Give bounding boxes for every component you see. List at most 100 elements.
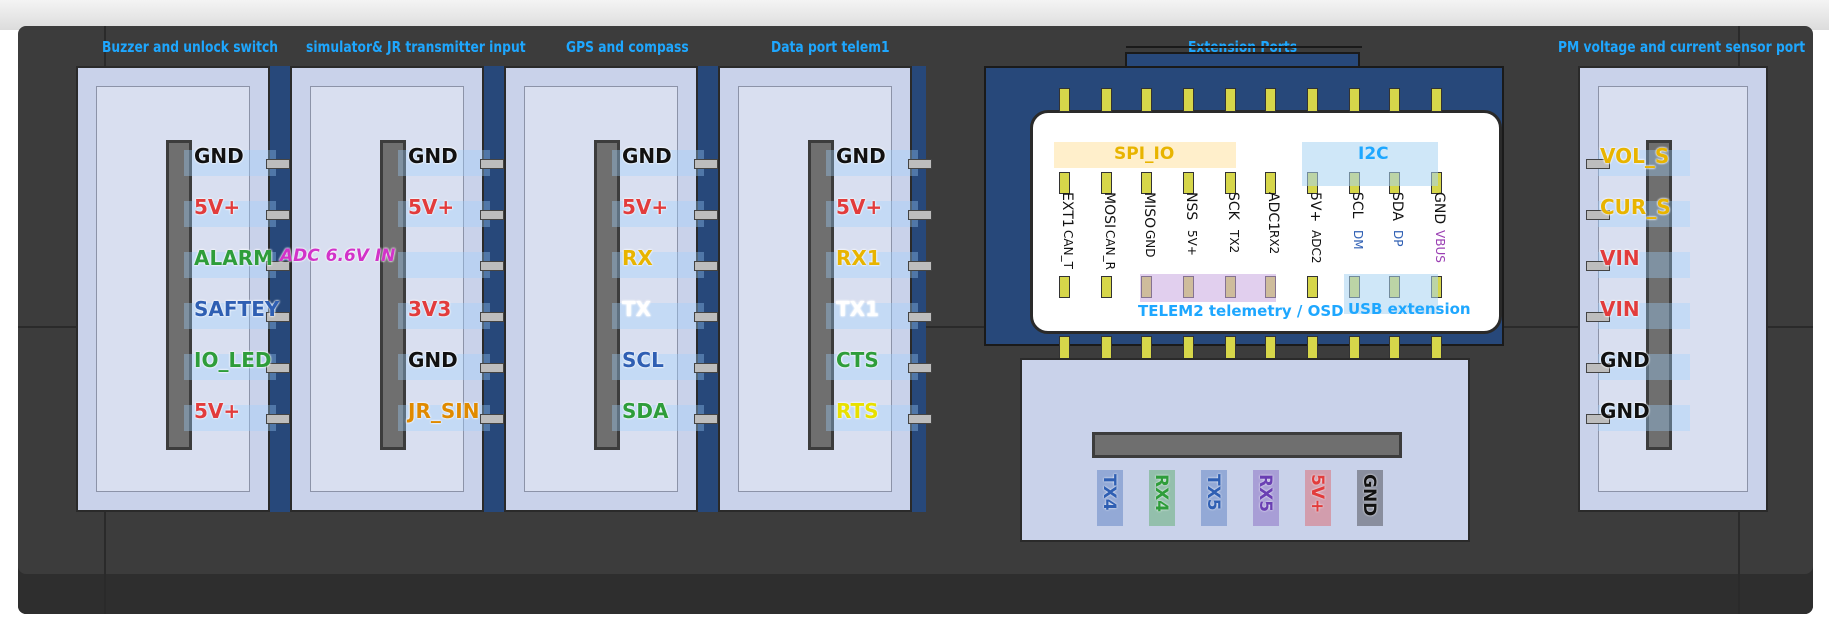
pin-highlight	[826, 201, 918, 227]
pin-row: SDA	[504, 399, 718, 431]
ext-bottom-label: DP	[1391, 230, 1405, 247]
ext-pin	[1141, 172, 1152, 194]
pin-highlight	[612, 303, 704, 329]
ext-bottom-label: CAN_T	[1061, 230, 1075, 269]
pin-contact	[694, 210, 718, 220]
pin-row: JR_SIN	[290, 399, 504, 431]
pin-row: 5V+	[718, 195, 932, 227]
pin-label: SDA	[622, 399, 669, 423]
connector-divider	[912, 66, 926, 512]
pin-highlight	[826, 354, 918, 380]
pin-highlight	[1598, 354, 1690, 380]
pin-row: IO_LED	[76, 348, 290, 380]
pin-contact	[1586, 210, 1610, 220]
ext-pin	[1101, 276, 1112, 298]
pin-highlight	[1598, 201, 1690, 227]
pin-row: GND	[504, 144, 718, 176]
pin-contact	[266, 261, 290, 271]
ext-bottom-label: TX2	[1227, 230, 1241, 254]
ext-pin	[1265, 172, 1276, 194]
pin-highlight	[826, 150, 918, 176]
pin-row: CTS	[718, 348, 932, 380]
ext-pin	[1059, 172, 1070, 194]
usb-group-band	[1344, 274, 1438, 314]
telem2-group-band	[1140, 274, 1276, 302]
pin-contact	[694, 159, 718, 169]
pin-highlight	[184, 252, 276, 278]
pin-label: CUR_S	[1600, 195, 1671, 219]
board-top-rim	[0, 0, 1829, 30]
pin-row: ADC 6.6V IN	[280, 246, 504, 278]
ext-pin	[1307, 336, 1318, 360]
pin-highlight	[398, 354, 490, 380]
pin-label: GND	[1600, 348, 1650, 372]
pin-label: 5V+	[408, 195, 455, 219]
pin-row: RX1	[718, 246, 932, 278]
ext-top-label: 5V+	[1307, 192, 1323, 223]
ext-pin	[1431, 336, 1442, 360]
ext-pin	[1265, 336, 1276, 360]
pin-label: RX1	[836, 246, 881, 270]
pin-row: 5V+	[290, 195, 504, 227]
ext-pin	[1349, 336, 1360, 360]
pin-row: GND	[76, 144, 290, 176]
bottom-connector	[1020, 358, 1470, 542]
pin-contact	[480, 414, 504, 424]
pin-row: 5V+	[76, 195, 290, 227]
pin-row: GND	[718, 144, 932, 176]
ext-top-label: NSS	[1183, 192, 1199, 221]
bottom-connector-slot	[1092, 432, 1402, 458]
pin-contact	[266, 210, 290, 220]
ext-title-bracket	[1126, 46, 1362, 48]
pin-row: ALARM	[76, 246, 290, 278]
pin-row: VOL_S	[1578, 144, 1772, 176]
ext-pin	[1307, 276, 1318, 298]
ext-bottom-label: 5V+	[1185, 230, 1199, 256]
pin-label: 5V+	[836, 195, 883, 219]
pin-highlight	[612, 354, 704, 380]
connector-slot	[594, 140, 620, 450]
pin-contact	[694, 414, 718, 424]
pin-highlight	[398, 252, 490, 278]
pin-row: VIN	[1578, 297, 1772, 329]
pin-highlight	[184, 201, 276, 227]
pin-label: JR_SIN	[408, 399, 480, 423]
section-title-sim: simulator& JR transmitter input	[306, 38, 526, 56]
pin-label: RTS	[836, 399, 879, 423]
pin-contact	[694, 261, 718, 271]
ext-top-label: EXT1	[1059, 192, 1075, 228]
pin-label: TX	[622, 297, 652, 321]
pin-highlight	[1598, 150, 1690, 176]
connector-slot	[1646, 140, 1672, 450]
pin-highlight	[612, 405, 704, 431]
ext-bottom-label: RX2	[1267, 230, 1281, 255]
ext-bottom-label: GND	[1143, 230, 1157, 258]
connector-pm	[1578, 66, 1768, 512]
pin-row: RX	[504, 246, 718, 278]
pin-highlight	[826, 252, 918, 278]
pin-row: GND	[290, 348, 504, 380]
pin-contact	[1586, 414, 1610, 424]
ext-bottom-label: ADC2	[1309, 230, 1323, 264]
pin-highlight	[184, 303, 276, 329]
pin-highlight	[398, 303, 490, 329]
pin-label: VOL_S	[1600, 144, 1670, 168]
ext-pin	[1059, 336, 1070, 360]
connector-slot	[380, 140, 406, 450]
pin-highlight	[826, 303, 918, 329]
ext-pin	[1183, 88, 1194, 112]
ext-pin	[1141, 336, 1152, 360]
pin-contact	[480, 210, 504, 220]
pin-row: CUR_S	[1578, 195, 1772, 227]
pin-contact	[908, 363, 932, 373]
bottom-pin-label: GND	[1359, 474, 1379, 517]
pin-highlight	[1598, 405, 1690, 431]
pin-label: CTS	[836, 348, 879, 372]
pin-contact	[1586, 363, 1610, 373]
pin-highlight	[184, 405, 276, 431]
pin-label: RX	[622, 246, 653, 270]
pin-row: 5V+	[504, 195, 718, 227]
pin-contact	[266, 363, 290, 373]
pin-highlight	[1598, 252, 1690, 278]
ext-pin	[1389, 336, 1400, 360]
